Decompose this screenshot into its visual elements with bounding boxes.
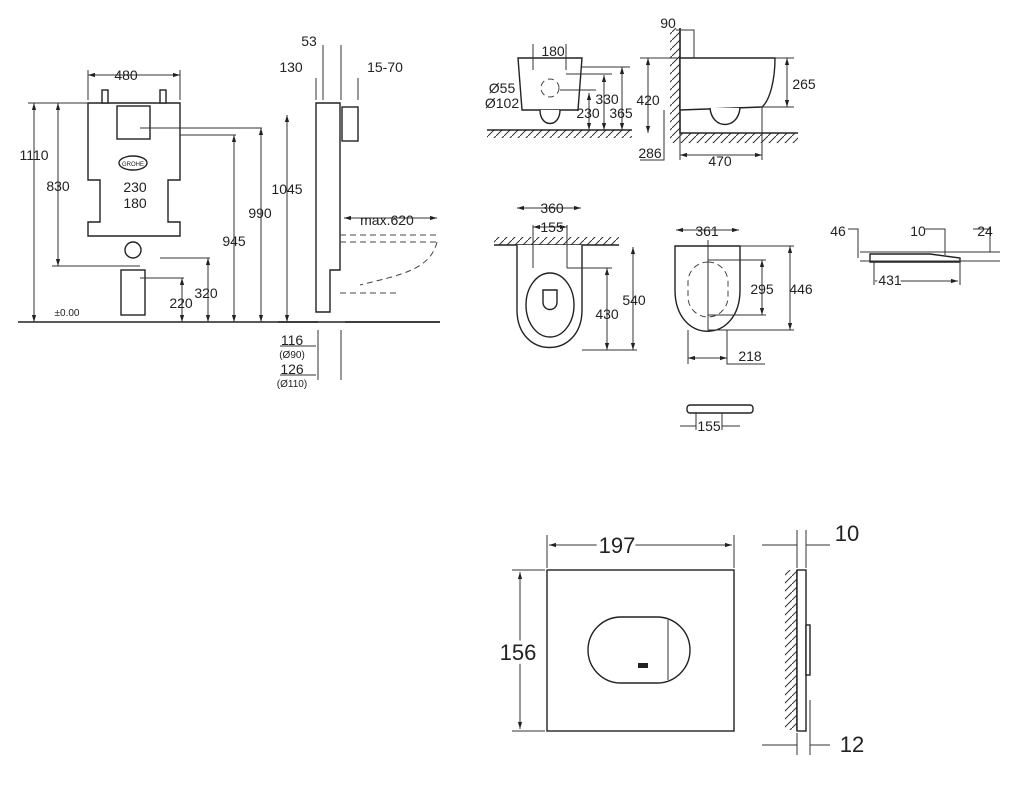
dim-480: 480 xyxy=(114,67,138,83)
dim-dia-110: (Ø110) xyxy=(277,379,307,390)
dim-53: 53 xyxy=(301,33,317,49)
dim-90: 90 xyxy=(660,15,676,31)
dim-218: 218 xyxy=(738,348,762,364)
dim-295: 295 xyxy=(750,281,774,297)
dim-12: 12 xyxy=(840,732,864,757)
dim-430: 430 xyxy=(595,306,619,322)
dim-130: 130 xyxy=(279,59,303,75)
dim-197: 197 xyxy=(599,533,636,558)
floor-level: ±0.00 xyxy=(55,308,80,319)
dim-dia-102: Ø102 xyxy=(485,95,519,111)
dim-360: 360 xyxy=(540,200,564,216)
dim-830: 830 xyxy=(46,178,70,194)
dim-15-70: 15-70 xyxy=(367,59,403,75)
dim-540: 540 xyxy=(622,292,646,308)
dim-365: 365 xyxy=(609,105,633,121)
dim-470: 470 xyxy=(708,153,732,169)
frame-front-view: GROHE 480 1110 830 230 180 990 945 320 2… xyxy=(18,67,440,323)
dim-945: 945 xyxy=(222,233,246,249)
dim-446: 446 xyxy=(789,281,813,297)
seat-bottom-view: 155 xyxy=(680,404,754,434)
dim-286: 286 xyxy=(638,145,662,161)
dim-max-620: max.620 xyxy=(360,212,414,228)
dim-10: 10 xyxy=(835,521,859,546)
dim-265: 265 xyxy=(792,76,816,92)
dim-220: 220 xyxy=(169,295,193,311)
dim-420: 420 xyxy=(636,92,660,108)
flush-plate-front-view: 197 156 xyxy=(496,529,735,732)
dim-dia-90: (Ø90) xyxy=(279,350,305,361)
dim-155: 155 xyxy=(540,219,564,235)
dim-10: 10 xyxy=(910,223,926,239)
dim-180: 180 xyxy=(123,195,147,211)
dim-156: 156 xyxy=(500,640,537,665)
seat-top-view: 361 295 446 218 xyxy=(674,223,813,365)
dim-dia-55: Ø55 xyxy=(489,80,516,96)
dim-431: 431 xyxy=(878,272,902,288)
dim-126: 126 xyxy=(280,361,304,377)
dim-230: 230 xyxy=(123,179,147,195)
dim-46: 46 xyxy=(830,223,846,239)
dim-330: 330 xyxy=(595,91,619,107)
dim-155: 155 xyxy=(697,418,721,434)
dim-24: 24 xyxy=(977,223,993,239)
grohe-logo: GROHE xyxy=(122,162,144,168)
dim-320: 320 xyxy=(194,285,218,301)
dim-990: 990 xyxy=(248,205,272,221)
bowl-front-view: 180 Ø55 Ø102 330 230 365 xyxy=(485,43,633,138)
dim-116: 116 xyxy=(281,332,304,348)
bowl-top-view: 360 155 540 430 xyxy=(494,200,646,351)
dim-361: 361 xyxy=(695,223,719,239)
seat-side-view: 46 10 24 431 xyxy=(830,223,1000,290)
flush-plate-side-view: 10 12 xyxy=(762,521,864,757)
dim-180: 180 xyxy=(541,43,565,59)
frame-side-view: 53 130 15-70 1045 max.620 116 (Ø90) 126 … xyxy=(271,33,440,390)
bowl-side-view: 90 420 265 286 470 xyxy=(636,15,816,169)
dim-1045: 1045 xyxy=(271,181,302,197)
dim-1110: 1110 xyxy=(19,147,48,163)
dim-230: 230 xyxy=(576,105,600,121)
